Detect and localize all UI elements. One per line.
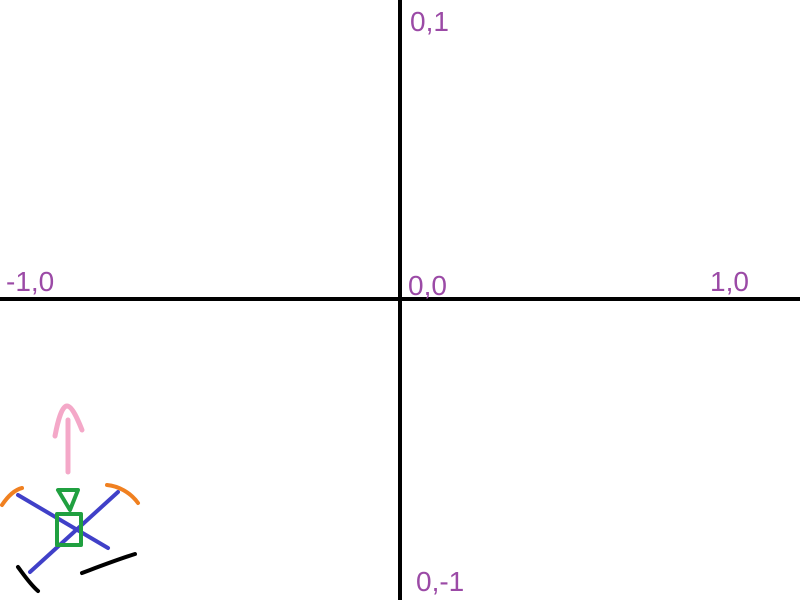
label-left: -1,0 <box>6 268 54 296</box>
landing-legs <box>18 554 135 591</box>
label-right: 1,0 <box>710 268 749 296</box>
label-bottom: 0,-1 <box>416 568 464 596</box>
up-arrow-icon <box>55 406 82 472</box>
label-origin: 0,0 <box>408 272 447 300</box>
label-top: 0,1 <box>410 8 449 36</box>
quadcopter-icon <box>2 406 138 591</box>
